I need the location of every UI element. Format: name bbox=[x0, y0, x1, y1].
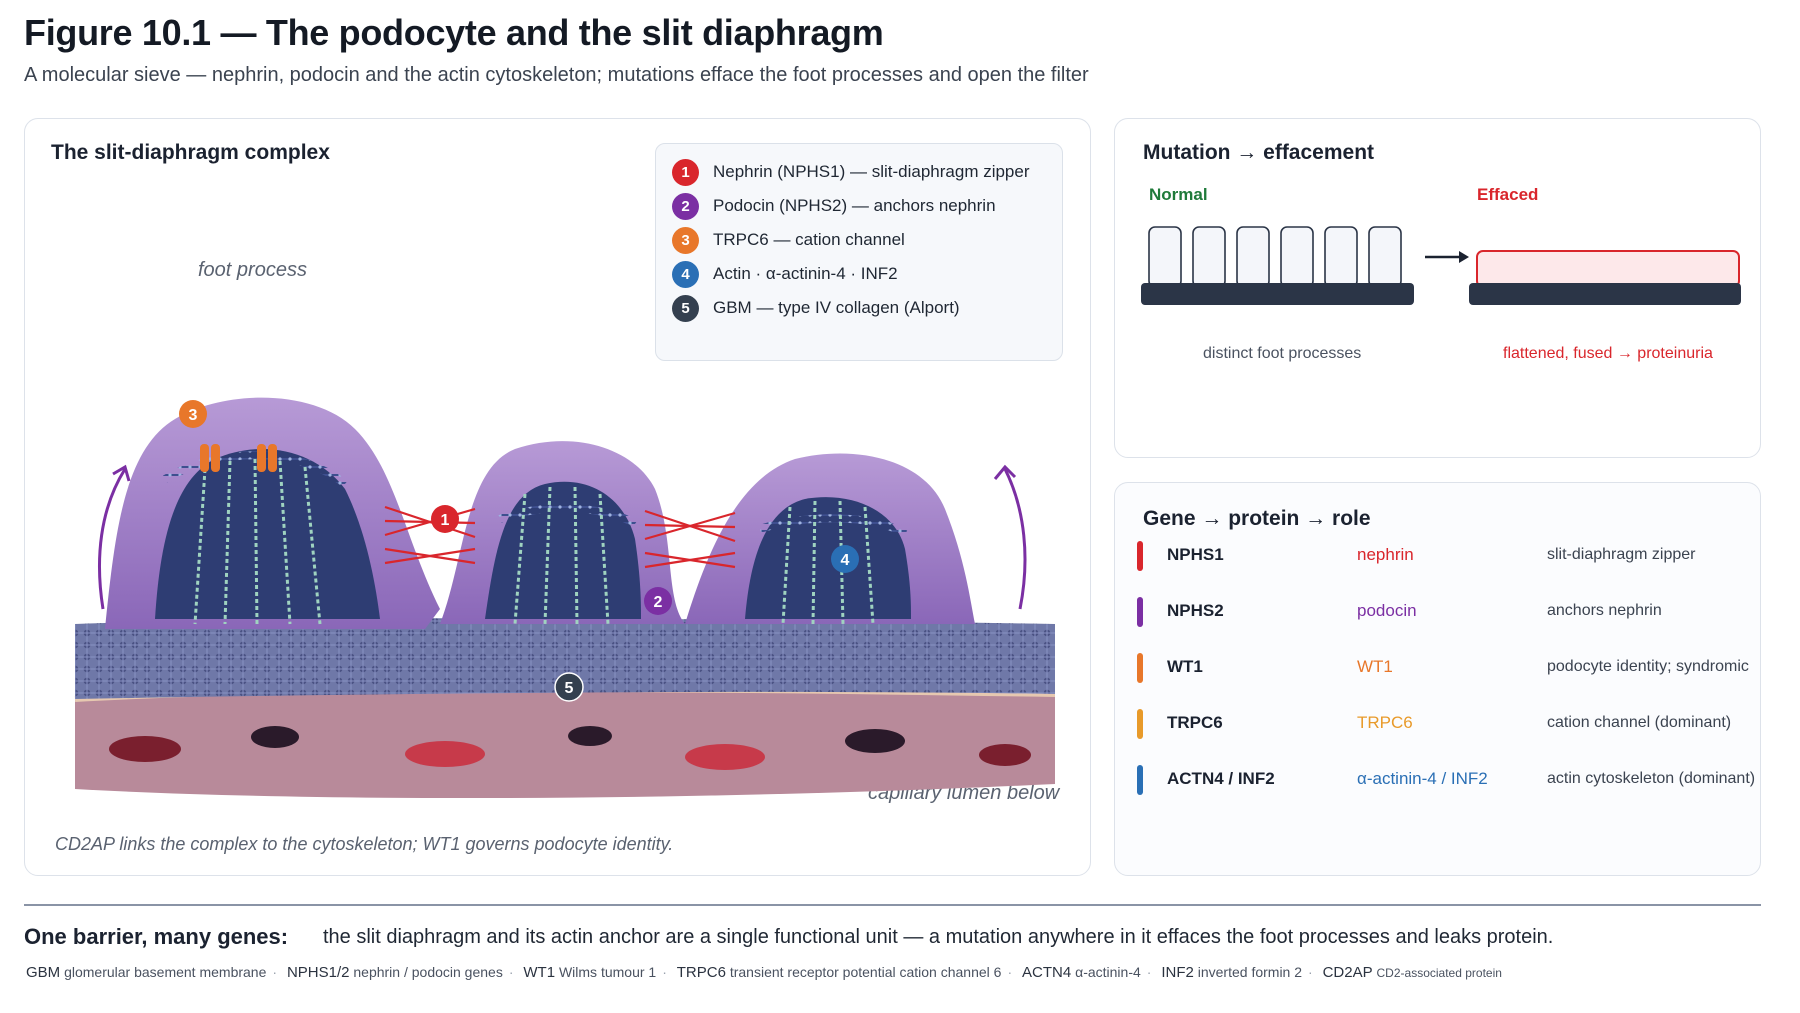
gene-role: actin cytoskeleton (dominant) bbox=[1547, 770, 1756, 787]
gene-color-bar bbox=[1137, 597, 1143, 627]
glossary-def: transient receptor potential cation chan… bbox=[729, 964, 1002, 980]
effaced-gbm-bar bbox=[1469, 283, 1741, 305]
marker-badge: 3 bbox=[672, 226, 699, 254]
effaced-foot-process bbox=[1476, 250, 1740, 288]
legend-text: GBM — type IV collagen (Alport) bbox=[713, 298, 960, 317]
glossary-term: TRPC6 bbox=[676, 964, 726, 981]
legend-item-podocin: 2 Podocin (NPHS2) — anchors nephrin bbox=[672, 192, 996, 220]
gene-role: anchors nephrin bbox=[1547, 602, 1662, 619]
gene-protein: TRPC6 bbox=[1357, 713, 1413, 732]
transition-arrow bbox=[1425, 251, 1469, 263]
footer-lead: One barrier, many genes: bbox=[24, 924, 289, 949]
svg-text:5: 5 bbox=[565, 680, 574, 697]
glossary-def: α-actinin-4 bbox=[1075, 964, 1141, 980]
footer-text: the slit diaphragm and its actin anchor … bbox=[323, 926, 1554, 948]
gene-protein-role-panel: Gene → protein → role NPHS1 nephrin slit… bbox=[1114, 482, 1761, 876]
glossary-def: Wilms tumour 1 bbox=[558, 964, 657, 980]
motion-arrow-right bbox=[993, 464, 1027, 610]
normal-label: Normal bbox=[1149, 185, 1208, 204]
gene-row-actn4-inf2: ACTN4 / INF2 α-actinin-4 / INF2 actin cy… bbox=[1137, 763, 1755, 797]
gene-name: WT1 bbox=[1167, 657, 1203, 676]
marker-badge: 5 bbox=[672, 294, 699, 322]
marker-badge: 4 bbox=[672, 260, 699, 288]
gene-protein: WT1 bbox=[1357, 657, 1393, 676]
marker-1: 1 bbox=[431, 505, 459, 533]
glossary-term: WT1 bbox=[523, 964, 556, 981]
foot-process-right bbox=[685, 453, 975, 625]
gene-row-nphs1: NPHS1 nephrin slit-diaphragm zipper bbox=[1137, 539, 1737, 573]
gene-color-bar bbox=[1137, 541, 1143, 571]
normal-foot-processes bbox=[1148, 226, 1402, 288]
cd2ap-note: CD2AP links the complex to the cytoskele… bbox=[55, 834, 674, 854]
mutation-heading: Mutation → effacement bbox=[1143, 141, 1375, 164]
effacement-schematic bbox=[1141, 226, 1741, 305]
glossary: GBM glomerular basement membrane· NPHS1/… bbox=[26, 964, 1502, 981]
nephrin-zipper-2 bbox=[644, 509, 736, 569]
figure-title: Figure 10.1 — The podocyte and the slit … bbox=[24, 12, 884, 53]
nephrin-zipper-1 bbox=[384, 505, 476, 565]
legend-text: TRPC6 — cation channel bbox=[713, 230, 905, 249]
glossary-def: inverted formin 2 bbox=[1197, 964, 1303, 980]
foot-process-label: foot process bbox=[198, 259, 307, 281]
legend-text: Actin · α-actinin-4 · INF2 bbox=[713, 264, 898, 283]
glossary-term: ACTN4 bbox=[1022, 964, 1072, 981]
gene-role: cation channel (dominant) bbox=[1547, 714, 1732, 731]
gbm-layer bbox=[75, 618, 1055, 699]
gene-row-wt1: WT1 WT1 podocyte identity; syndromic bbox=[1137, 651, 1749, 685]
slit-diaphragm-heading: The slit-diaphragm complex bbox=[51, 141, 330, 164]
marker-badge: 2 bbox=[672, 192, 699, 220]
svg-text:3: 3 bbox=[189, 407, 198, 424]
normal-caption: distinct foot processes bbox=[1203, 345, 1362, 362]
figure-subtitle: A molecular sieve — nephrin, podocin and… bbox=[24, 64, 1089, 86]
gene-heading: Gene → protein → role bbox=[1143, 507, 1371, 530]
foot-process-left bbox=[105, 397, 440, 629]
legend-item-actin: 4 Actin · α-actinin-4 · INF2 bbox=[672, 260, 898, 288]
legend-item-nephrin: 1 Nephrin (NPHS1) — slit-diaphragm zippe… bbox=[672, 158, 1030, 186]
gene-protein: podocin bbox=[1357, 601, 1417, 620]
footer-divider bbox=[24, 904, 1761, 906]
gene-name: TRPC6 bbox=[1167, 713, 1223, 732]
glossary-term: NPHS1/2 bbox=[286, 964, 350, 981]
gene-role: slit-diaphragm zipper bbox=[1547, 546, 1696, 563]
gene-role: podocyte identity; syndromic bbox=[1547, 658, 1749, 675]
gene-color-bar bbox=[1137, 653, 1143, 683]
gene-name: ACTN4 / INF2 bbox=[1167, 769, 1275, 788]
svg-text:1: 1 bbox=[441, 512, 450, 529]
marker-4: 4 bbox=[831, 545, 859, 573]
svg-text:2: 2 bbox=[654, 594, 663, 611]
gene-row-trpc6: TRPC6 TRPC6 cation channel (dominant) bbox=[1137, 707, 1737, 741]
mutation-effacement-panel: Mutation → effacement Normal Effaced dis… bbox=[1114, 118, 1761, 458]
marker-3: 3 bbox=[179, 400, 207, 428]
glossary-term: CD2AP bbox=[1322, 964, 1373, 981]
marker-2: 2 bbox=[644, 587, 672, 615]
effaced-label: Effaced bbox=[1477, 185, 1539, 204]
gene-name: NPHS2 bbox=[1167, 601, 1224, 620]
legend-text: Podocin (NPHS2) — anchors nephrin bbox=[713, 196, 996, 215]
legend-text: Nephrin (NPHS1) — slit-diaphragm zipper bbox=[713, 162, 1030, 181]
glossary-term: INF2 bbox=[1161, 964, 1194, 981]
legend-item-gbm: 5 GBM — type IV collagen (Alport) bbox=[672, 294, 960, 322]
effaced-caption: flattened, fused → proteinuria bbox=[1503, 345, 1713, 362]
marker-badge: 1 bbox=[672, 158, 699, 186]
glossary-def: CD2-associated protein bbox=[1376, 966, 1502, 980]
legend-item-trpc6: 3 TRPC6 — cation channel bbox=[672, 226, 905, 254]
slit-diaphragm-panel: The slit-diaphragm complex 1 Nephrin (NP… bbox=[24, 118, 1091, 876]
gene-protein: α-actinin-4 / INF2 bbox=[1357, 769, 1488, 788]
glossary-term: GBM bbox=[26, 964, 61, 981]
glossary-def: glomerular basement membrane bbox=[64, 964, 267, 980]
gene-protein: nephrin bbox=[1357, 545, 1414, 564]
foot-process-middle bbox=[440, 441, 685, 625]
gene-row-nphs2: NPHS2 podocin anchors nephrin bbox=[1137, 595, 1737, 629]
podocyte-illustration: 3 1 2 4 5 bbox=[74, 397, 1056, 799]
svg-text:4: 4 bbox=[841, 552, 850, 569]
marker-legend: 1 Nephrin (NPHS1) — slit-diaphragm zippe… bbox=[655, 143, 1063, 361]
gene-color-bar bbox=[1137, 765, 1143, 795]
motion-arrow-left bbox=[98, 464, 131, 610]
normal-gbm-bar bbox=[1141, 283, 1414, 305]
gene-name: NPHS1 bbox=[1167, 545, 1224, 564]
marker-5: 5 bbox=[554, 672, 584, 702]
gene-color-bar bbox=[1137, 709, 1143, 739]
glossary-def: nephrin / podocin genes bbox=[353, 964, 503, 980]
